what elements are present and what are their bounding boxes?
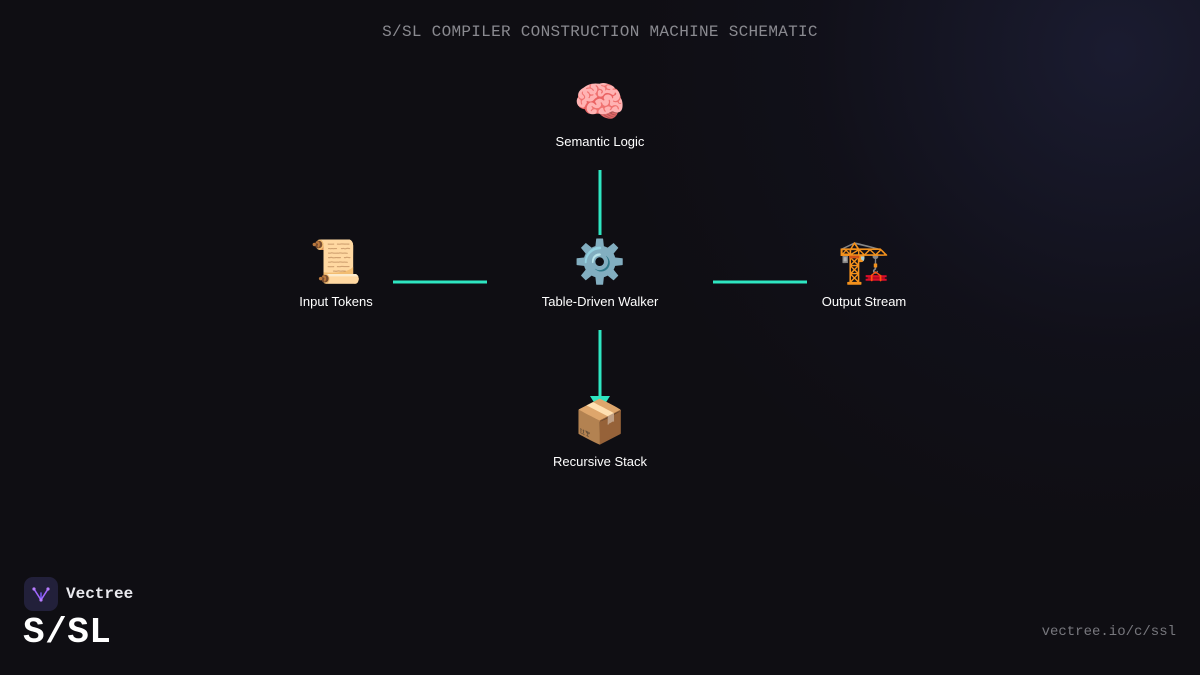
page-title: S/SL <box>23 612 112 653</box>
vectree-logo-icon <box>24 577 58 611</box>
node-semantic-logic: 🧠 Semantic Logic <box>510 77 690 150</box>
arrowhead-stack <box>590 396 610 412</box>
node-label: Table-Driven Walker <box>541 294 659 309</box>
footer-url-link[interactable]: vectree.io/c/ssl <box>1041 624 1176 640</box>
brand[interactable]: Vectree <box>24 577 133 611</box>
crane-icon: 🏗️ <box>837 237 891 286</box>
node-label: Output Stream <box>821 294 907 309</box>
package-icon: 📦 <box>573 397 627 446</box>
brain-icon: 🧠 <box>573 77 627 126</box>
node-output-stream: 🏗️ Output Stream <box>774 237 954 310</box>
scroll-icon: 📜 <box>309 237 363 286</box>
node-recursive-stack: 📦 Recursive Stack <box>510 397 690 470</box>
node-label: Semantic Logic <box>555 134 645 149</box>
brand-name: Vectree <box>66 585 134 603</box>
node-input-tokens: 📜 Input Tokens <box>246 237 426 310</box>
gear-icon: ⚙️ <box>573 237 627 286</box>
node-table-driven-walker: ⚙️ Table-Driven Walker <box>510 237 690 310</box>
node-label: Input Tokens <box>299 294 373 309</box>
diagram-title: S/SL COMPILER CONSTRUCTION MACHINE SCHEM… <box>382 23 818 41</box>
node-label: Recursive Stack <box>553 454 647 469</box>
